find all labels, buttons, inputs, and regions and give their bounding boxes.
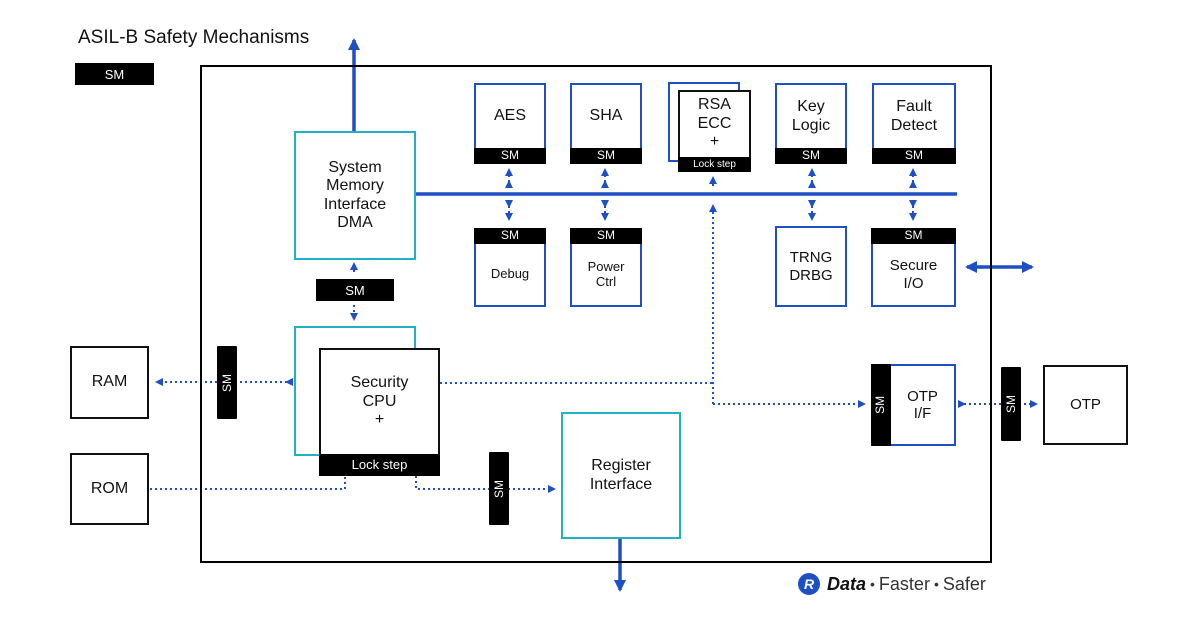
secure-io-block: SM Secure I/O <box>871 228 956 307</box>
register-link-sm: SM <box>489 452 509 525</box>
otp-if-line: I/F <box>913 405 932 422</box>
cpu-line: Security <box>350 374 409 392</box>
otp-link-sm: SM <box>1001 367 1021 441</box>
otp-link-sm-label: SM <box>1004 395 1018 413</box>
dma-cpu-sm: SM <box>316 279 394 301</box>
otp-label: OTP <box>1070 396 1101 414</box>
dma-line: DMA <box>337 213 373 231</box>
trng-line: TRNG <box>789 249 833 267</box>
rsa-ecc-block: RSA ECC + Lock step <box>678 90 751 172</box>
dma-line: System <box>328 158 382 176</box>
dma-block: System Memory Interface DMA <box>294 131 416 260</box>
ram-label: RAM <box>91 373 128 391</box>
rom-label: ROM <box>90 479 129 497</box>
trng-block: TRNG DRBG <box>775 226 847 307</box>
aes-label: AES <box>493 107 526 125</box>
ram-link-sm-label: SM <box>220 373 234 392</box>
key-logic-sm: SM <box>775 148 847 164</box>
logo-brand: Data <box>827 573 867 594</box>
logo-separator: • <box>870 576 875 592</box>
fault-detect-line: Detect <box>890 116 938 134</box>
rsa-line: + <box>709 133 720 151</box>
rsa-line: ECC <box>697 114 732 132</box>
register-interface-block: Register Interface <box>561 412 681 539</box>
chip-boundary <box>200 65 992 563</box>
rom-block: ROM <box>70 453 149 525</box>
secure-io-line: I/O <box>903 274 924 292</box>
otp-block: OTP <box>1043 365 1128 445</box>
power-ctrl-block: SM Power Ctrl <box>570 228 642 307</box>
key-logic-line: Logic <box>791 116 831 134</box>
diagram-title: ASIL-B Safety Mechanisms <box>78 27 310 48</box>
register-line: Register <box>591 457 651 475</box>
logo-separator: • <box>933 576 939 592</box>
ram-link-sm: SM <box>217 346 237 419</box>
aes-sm: SM <box>474 148 546 164</box>
sha-label: SHA <box>589 107 623 125</box>
logo-tagline-safer: Safer <box>942 573 986 594</box>
debug-block: SM Debug <box>474 228 546 307</box>
brand-r-icon: R <box>798 573 820 595</box>
otp-if-line: OTP <box>907 387 938 405</box>
cpu-line: CPU <box>362 392 397 410</box>
ram-block: RAM <box>70 346 149 419</box>
logo-tagline-faster: Faster <box>878 573 930 594</box>
trng-line: DRBG <box>789 266 833 284</box>
power-ctrl-line: Ctrl <box>595 273 617 289</box>
debug-sm: SM <box>474 228 546 244</box>
aes-block: AES SM <box>474 83 546 164</box>
key-logic-block: Key Logic SM <box>775 83 847 164</box>
rambus-logo: R Data • Faster • Safer <box>798 571 986 597</box>
fault-detect-sm: SM <box>872 148 956 164</box>
fault-detect-line: Fault <box>896 98 932 116</box>
security-cpu-block: Security CPU + Lock step <box>319 348 440 476</box>
sha-block: SHA SM <box>570 83 642 164</box>
register-line: Interface <box>589 475 653 493</box>
otp-if-sm-label: SM <box>873 395 888 414</box>
fault-detect-block: Fault Detect SM <box>872 83 956 164</box>
power-ctrl-sm: SM <box>570 228 642 244</box>
cpu-lockstep: Lock step <box>319 454 440 476</box>
rsa-line: RSA <box>698 96 731 114</box>
power-ctrl-line: Power <box>587 258 625 274</box>
otp-if-block: SM OTP I/F <box>871 364 956 446</box>
otp-if-sm: SM <box>871 364 891 446</box>
secure-io-line: Secure <box>889 257 938 275</box>
debug-label: Debug <box>490 266 530 282</box>
dma-line: Interface <box>323 195 387 213</box>
sha-sm: SM <box>570 148 642 164</box>
register-link-sm-label: SM <box>492 479 506 498</box>
key-logic-line: Key <box>797 98 825 116</box>
dma-line: Memory <box>326 177 384 195</box>
secure-io-sm: SM <box>871 228 956 244</box>
rsa-lockstep: Lock step <box>678 157 751 172</box>
cpu-line: + <box>374 411 385 429</box>
legend-sm-badge: SM <box>75 63 154 85</box>
